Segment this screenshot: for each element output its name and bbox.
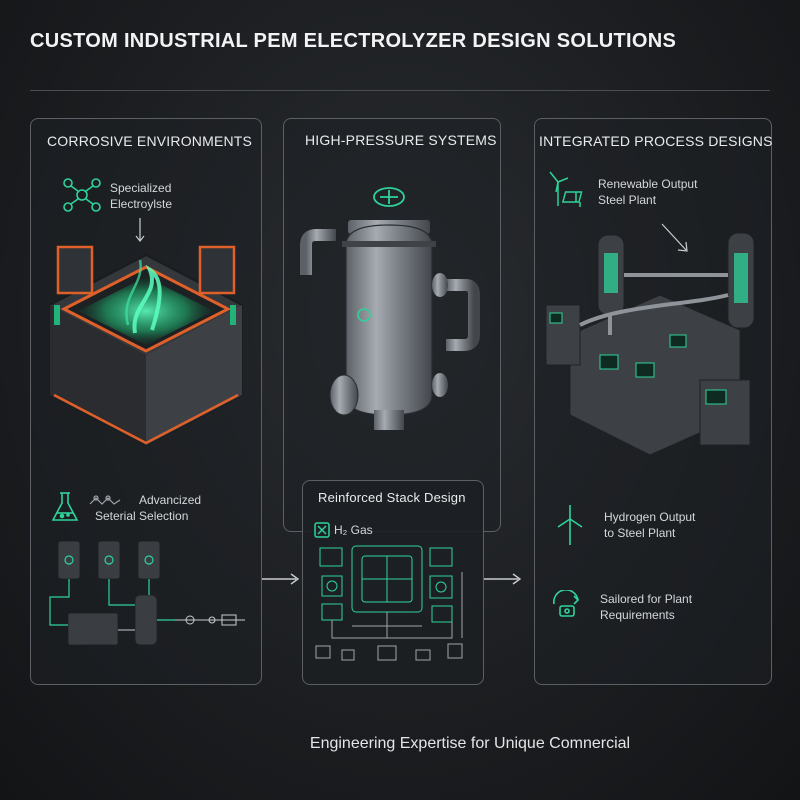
feature-line-1: Hydrogen Output [604, 510, 696, 524]
hydrogen-gas-label: H₂ Gas [334, 523, 373, 537]
panel-heading-stack: Reinforced Stack Design [318, 490, 466, 505]
panel-heading-pressure: HIGH-PRESSURE SYSTEMS [305, 132, 497, 148]
feature-material-selection: Advancized Seterial Selection [95, 492, 201, 524]
pointer-arrow-diagonal [661, 223, 688, 252]
feature-line-2: to Steel Plant [604, 526, 676, 540]
molecule-network-icon [63, 178, 101, 212]
pressure-valve-icon [373, 187, 405, 207]
feature-renewable-output: Renewable Output Steel Plant [598, 176, 697, 208]
wind-turbine-icon [557, 505, 583, 545]
panel-heading-integrated: INTEGRATED PROCESS DESIGNS [539, 133, 773, 149]
flow-arrow-left [262, 573, 300, 585]
feature-line-1: Advancized [139, 493, 202, 507]
feature-tailored-requirements: Sailored for Plant Requirements [600, 591, 692, 623]
feature-line-2: Seterial Selection [95, 509, 189, 523]
feature-hydrogen-output: Hydrogen Output to Steel Plant [604, 509, 695, 541]
feature-line-1: Renewable Output [598, 177, 698, 191]
feature-line-2: Requirements [600, 608, 675, 622]
hydrogen-molecule-icon [314, 522, 330, 538]
footer-tagline: Engineering Expertise for Unique Comnerc… [309, 735, 631, 752]
feature-line-1: Specialized [110, 181, 172, 195]
integrated-plant-illustration [545, 232, 755, 456]
feature-specialized-electrolyte: Specialized Electroylste [110, 180, 172, 212]
feature-line-2: Steel Plant [598, 193, 657, 207]
flask-icon [51, 492, 79, 521]
feature-line-1: Sailored for Plant [600, 592, 693, 606]
panel-heading-corrosive: CORROSIVE ENVIRONMENTS [47, 133, 253, 149]
corrosion-resistant-cell-illustration [49, 245, 243, 447]
tailored-gear-icon [553, 590, 580, 617]
page-title: CUSTOM INDUSTRIAL PEM ELECTROLYZER DESIG… [30, 30, 677, 52]
wind-solar-icon [549, 171, 583, 207]
pressure-vessel-illustration [300, 220, 480, 430]
feature-line-2: Electroylste [110, 197, 173, 211]
molecule-chain-icon [89, 495, 121, 505]
flow-arrow-right [484, 573, 522, 585]
material-process-schematic [49, 540, 245, 646]
stack-schematic [315, 545, 463, 661]
title-divider [30, 90, 770, 91]
pointer-arrow-down [135, 218, 145, 242]
